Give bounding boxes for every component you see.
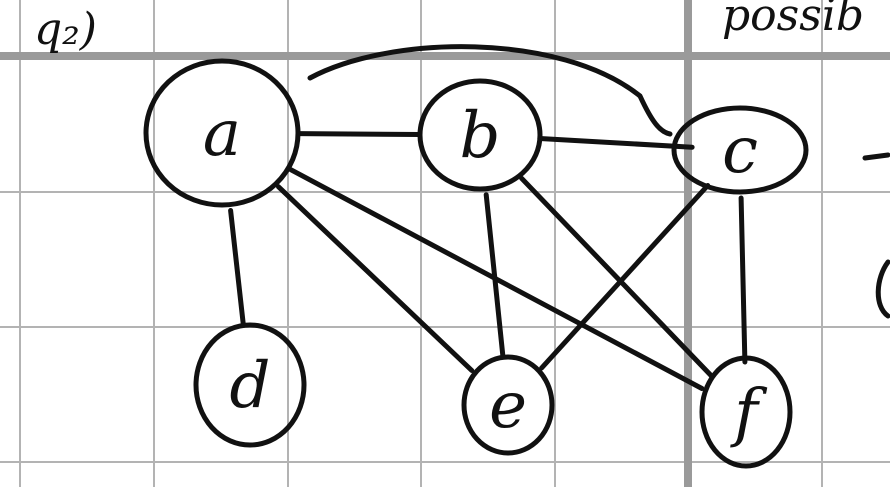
edge-b-f <box>519 175 714 379</box>
edge-a-c <box>307 44 673 137</box>
question-label: q₂) <box>34 4 97 55</box>
node-f-circle <box>699 355 793 469</box>
margin-stroke <box>862 152 890 161</box>
graph-edges <box>228 44 748 391</box>
node-e-circle <box>461 354 555 456</box>
node-a-circle <box>143 58 301 208</box>
node-d-label: d <box>230 349 271 423</box>
node-c-circle <box>671 105 809 195</box>
node-b-circle <box>417 78 543 192</box>
graph-nodes: a b c d e f <box>143 58 809 469</box>
node-c-label: c <box>722 114 758 188</box>
edge-a-e <box>276 184 475 373</box>
edge-a-d <box>228 208 246 328</box>
edge-b-c <box>537 136 695 150</box>
edge-c-e <box>539 183 711 371</box>
node-a-label: a <box>203 97 241 171</box>
node-b-label: b <box>460 99 501 173</box>
node-e-label: e <box>489 369 527 443</box>
annotations: q₂) possib <box>34 0 890 319</box>
edge-a-b <box>297 131 423 137</box>
edge-b-e <box>483 192 506 358</box>
node-d-circle <box>193 322 307 448</box>
side-word: possib <box>722 0 864 41</box>
margin-stroke <box>875 259 890 319</box>
edge-c-f <box>738 195 748 365</box>
node-f-label: f <box>730 376 768 450</box>
